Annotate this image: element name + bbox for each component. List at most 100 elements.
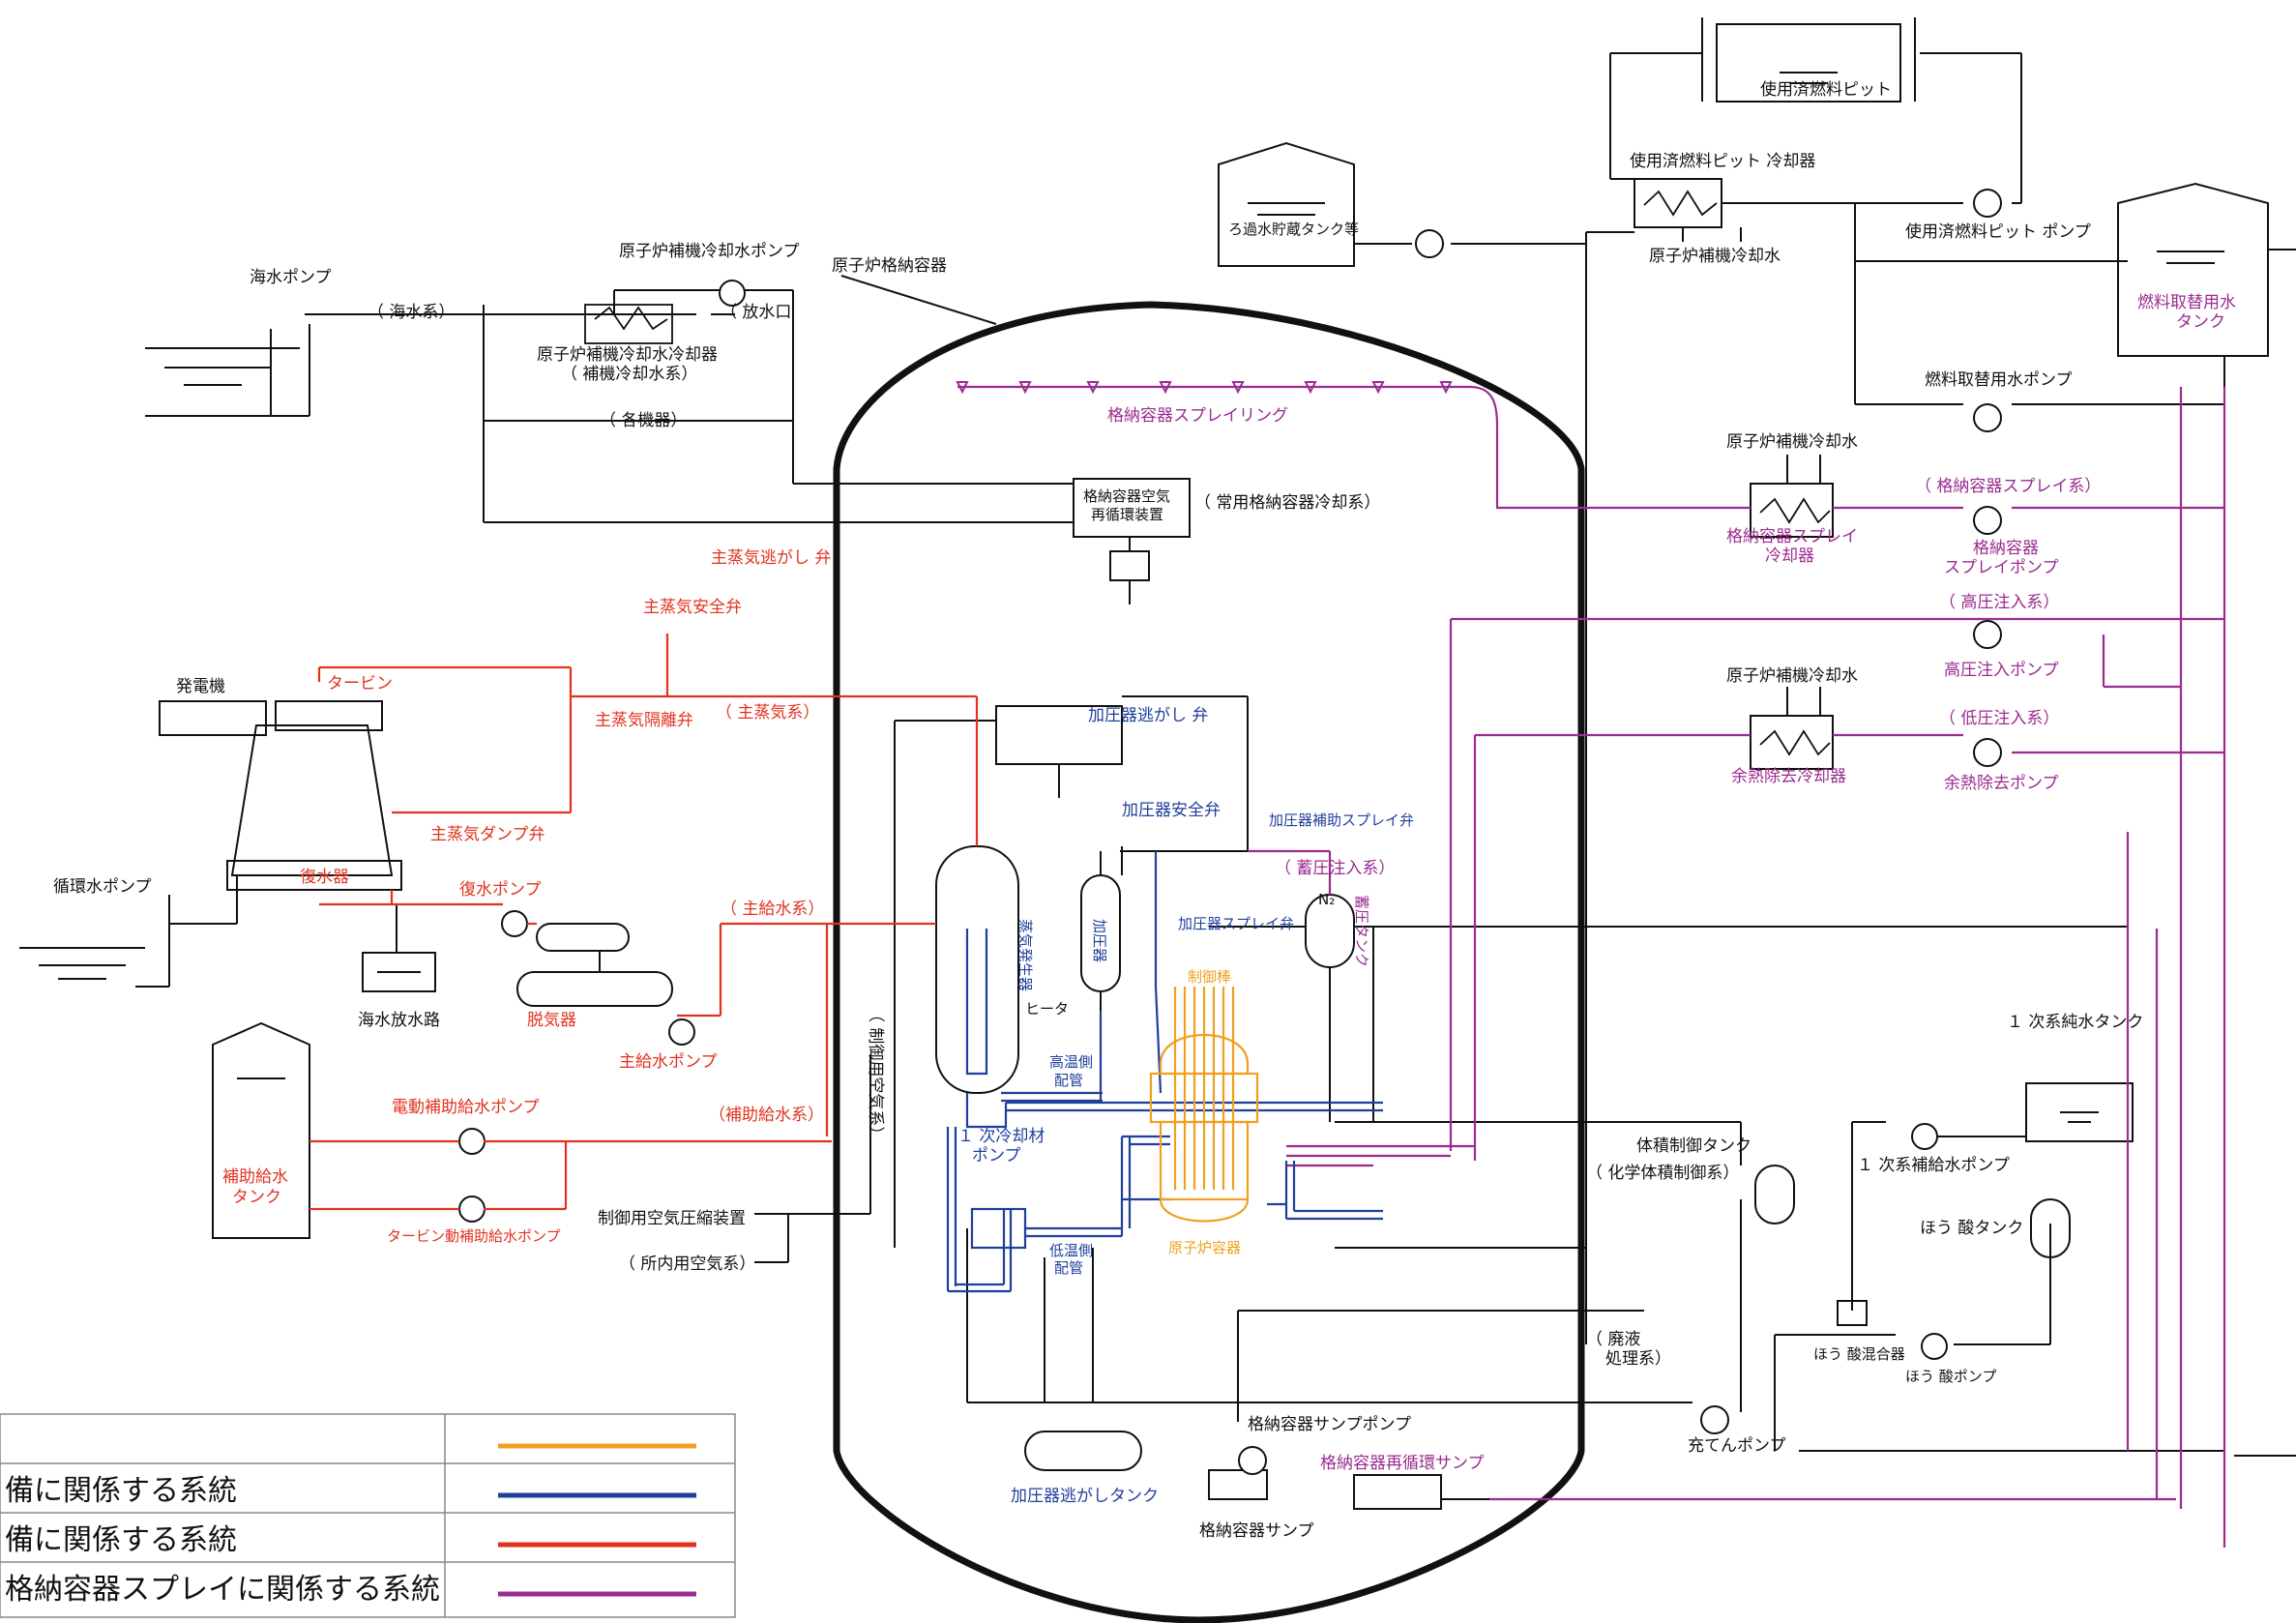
legend-row-2-text: 備に関係する系統 (5, 1474, 237, 1508)
pzr-safety-valve-label: 加圧器安全弁 (1122, 801, 1221, 820)
motor-afw-pump-label: 電動補助給水ポンプ (392, 1098, 540, 1117)
boric-acid-tank-label: ほう 酸タンク (1920, 1219, 2023, 1238)
control-air-system-label: （ 制御用空気系） (866, 1006, 885, 1142)
cold-leg-label-1: 低温側 (1049, 1242, 1093, 1259)
waste-system-label-2: 処理系） (1605, 1349, 1671, 1369)
main-feed-system-label: （ 主給水系） (721, 900, 824, 919)
pressurizer-label: 加圧器 (1091, 919, 1108, 962)
cs-pump-label-1: 格納容器 (1973, 539, 2039, 558)
pzr-spray-valve-label: 加圧器スプレイ弁 (1178, 915, 1294, 932)
cs-system-label: （ 格納容器スプレイ系） (1915, 477, 2101, 496)
sump-pump-label: 格納容器サンプポンプ (1248, 1415, 1411, 1434)
ms-relief-valve-label: 主蒸気逃がし 弁 (711, 548, 831, 568)
primary-makeup-tank-label: １ 次系純水タンク (2007, 1013, 2143, 1032)
each-equipment-label: （ 各機器） (600, 411, 687, 430)
reactor-vessel (1149, 987, 1259, 1223)
ccw-pump-label: 原子炉補機冷却水ポンプ (619, 242, 800, 261)
hot-leg-label-2: 配管 (1054, 1072, 1083, 1089)
black-piping (19, 17, 2296, 1510)
condenser-label: 復水器 (300, 868, 349, 887)
spray-system-lines (957, 385, 2226, 1548)
ccw-to-sfp-label: 原子炉補機冷却水 (1649, 247, 1781, 266)
seawater-discharge-label: 海水放水路 (358, 1011, 440, 1030)
vct-label: 体積制御タンク (1636, 1136, 1751, 1156)
ms-dump-valve-label: 主蒸気ダンプ弁 (430, 825, 545, 844)
ccw-to-rhr-label: 原子炉補機冷却水 (1726, 666, 1858, 686)
rcp-label-2: ポンプ (972, 1146, 1021, 1166)
heater-label: ヒータ (1025, 1000, 1069, 1018)
primary-makeup-pump-label: １ 次系補給水ポンプ (1857, 1156, 2010, 1175)
accumulator-system-label: （ 蓄圧注入系） (1275, 859, 1395, 878)
n2-label: N₂ (1318, 891, 1335, 908)
deaerator-label: 脱気器 (527, 1011, 576, 1030)
containment-vessel-outline (833, 301, 1585, 1623)
air-recirc-label-1: 格納容器空気 (1083, 487, 1170, 505)
reactor-vessel-label: 原子炉容器 (1168, 1239, 1241, 1256)
spent-fuel-pit-label: 使用済燃料ピット (1760, 79, 1892, 100)
boric-acid-pump-label: ほう 酸ポンプ (1905, 1368, 1996, 1385)
ms-isolation-valve-label: 主蒸気隔離弁 (595, 711, 693, 730)
ms-safety-valve-label: 主蒸気安全弁 (643, 598, 742, 617)
sfp-cooler-label: 使用済燃料ピット 冷却器 (1630, 151, 1815, 171)
seawater-system-label: （ 海水系） (368, 303, 455, 322)
rhr-pump-label: 余熱除去ポンプ (1944, 774, 2059, 793)
legend-row-4-text: 格納容器スプレイに関係する系統 (5, 1573, 440, 1607)
normal-cooling-label: （ 常用格納容器冷却系） (1194, 493, 1380, 513)
steam-generator-label: 蒸気発生器 (1016, 919, 1034, 991)
control-rods-label: 制御棒 (1188, 968, 1231, 986)
seawater-pump-label: 海水ポンプ (250, 268, 332, 287)
spray-ring-label: 格納容器スプレイリング (1107, 406, 1288, 426)
pzr-aux-spray-valve-label: 加圧器補助スプレイ弁 (1269, 812, 1414, 829)
pzr-relief-valve-label: 加圧器逃がし 弁 (1088, 706, 1208, 725)
circ-water-pump-label: 循環水ポンプ (53, 877, 152, 897)
refueling-tank-label-1: 燃料取替用水 (2137, 293, 2236, 312)
legend: 備に関係する系統 備に関係する系統 格納容器スプレイに関係する系統 (0, 1413, 736, 1618)
sfp-pump-label: 使用済燃料ピット ポンプ (1905, 221, 2091, 242)
cvcs-label: （ 化学体積制御系） (1586, 1164, 1739, 1183)
control-air-compressor-label: 制御用空気圧縮装置 (598, 1209, 746, 1228)
legend-row-3-text: 備に関係する系統 (5, 1523, 237, 1557)
ccw-cooler-label: 原子炉補機冷却水冷却器 (537, 345, 718, 365)
spray-nozzles (956, 381, 1453, 395)
afw-system-label: （補助給水系） (709, 1106, 824, 1125)
pzr-relief-tank-label: 加圧器逃がしタンク (1011, 1487, 1159, 1506)
discharge-outlet-label: （ 放水口 (721, 303, 791, 322)
recirc-sump-label: 格納容器再循環サンプ (1320, 1454, 1485, 1473)
refueling-tank-label-2: タンク (2176, 312, 2225, 332)
cs-pump-label-2: スプレイポンプ (1944, 558, 2059, 577)
containment-vessel-label: 原子炉格納容器 (832, 256, 947, 276)
primary-system-lines (946, 851, 1383, 1293)
air-recirc-label-2: 再循環装置 (1091, 506, 1163, 523)
turbine-afw-pump-label: タービン動補助給水ポンプ (387, 1227, 561, 1245)
pumps (458, 189, 2002, 1475)
filtered-water-tank-label: ろ過水貯蔵タンク等 (1228, 221, 1359, 238)
waste-system-label-1: （ 廃液 (1586, 1330, 1640, 1349)
generator-label: 発電機 (176, 677, 225, 696)
main-steam-system-label: （ 主蒸気系） (716, 703, 819, 723)
ccw-to-cs-label: 原子炉補機冷却水 (1726, 432, 1858, 452)
rcp-label-1: １ 次冷却材 (957, 1127, 1045, 1146)
main-feed-pump-label: 主給水ポンプ (619, 1052, 718, 1072)
cold-leg-label-2: 配管 (1054, 1259, 1083, 1277)
aux-feed-tank-label-2: タンク (232, 1188, 281, 1207)
boric-acid-blender-label: ほう 酸混合器 (1813, 1345, 1905, 1363)
text-labels: 海水ポンプ （ 海水系） 原子炉補機冷却水ポンプ （ 放水口 原子炉補機冷却水冷… (53, 79, 2236, 1541)
charging-pump-label: 充てんポンプ (1688, 1436, 1786, 1456)
hx-coils (584, 190, 1831, 756)
containment-sump-label: 格納容器サンプ (1199, 1521, 1314, 1541)
hpi-system-label: （ 高圧注入系） (1939, 593, 2059, 612)
hot-leg-label-1: 高温側 (1049, 1053, 1093, 1071)
lpi-system-label: （ 低圧注入系） (1939, 709, 2059, 728)
condensate-pump-label: 復水ポンプ (459, 880, 542, 900)
refueling-pump-label: 燃料取替用水ポンプ (1925, 370, 2073, 390)
hpi-pump-label: 高圧注入ポンプ (1944, 661, 2059, 680)
station-air-system-label: （ 所内用空気系） (619, 1254, 755, 1274)
turbine-label: タービン (327, 674, 393, 693)
aux-feed-tank-label-1: 補助給水 (222, 1167, 288, 1187)
cs-cooler-label-2: 冷却器 (1765, 546, 1814, 566)
secondary-system-lines (309, 634, 979, 1211)
rhr-cooler-label: 余熱除去冷却器 (1731, 767, 1846, 786)
accumulator-tank-label: 蓄圧タンク (1353, 895, 1370, 967)
ccw-system-label: （ 補機冷却水系） (561, 365, 697, 384)
